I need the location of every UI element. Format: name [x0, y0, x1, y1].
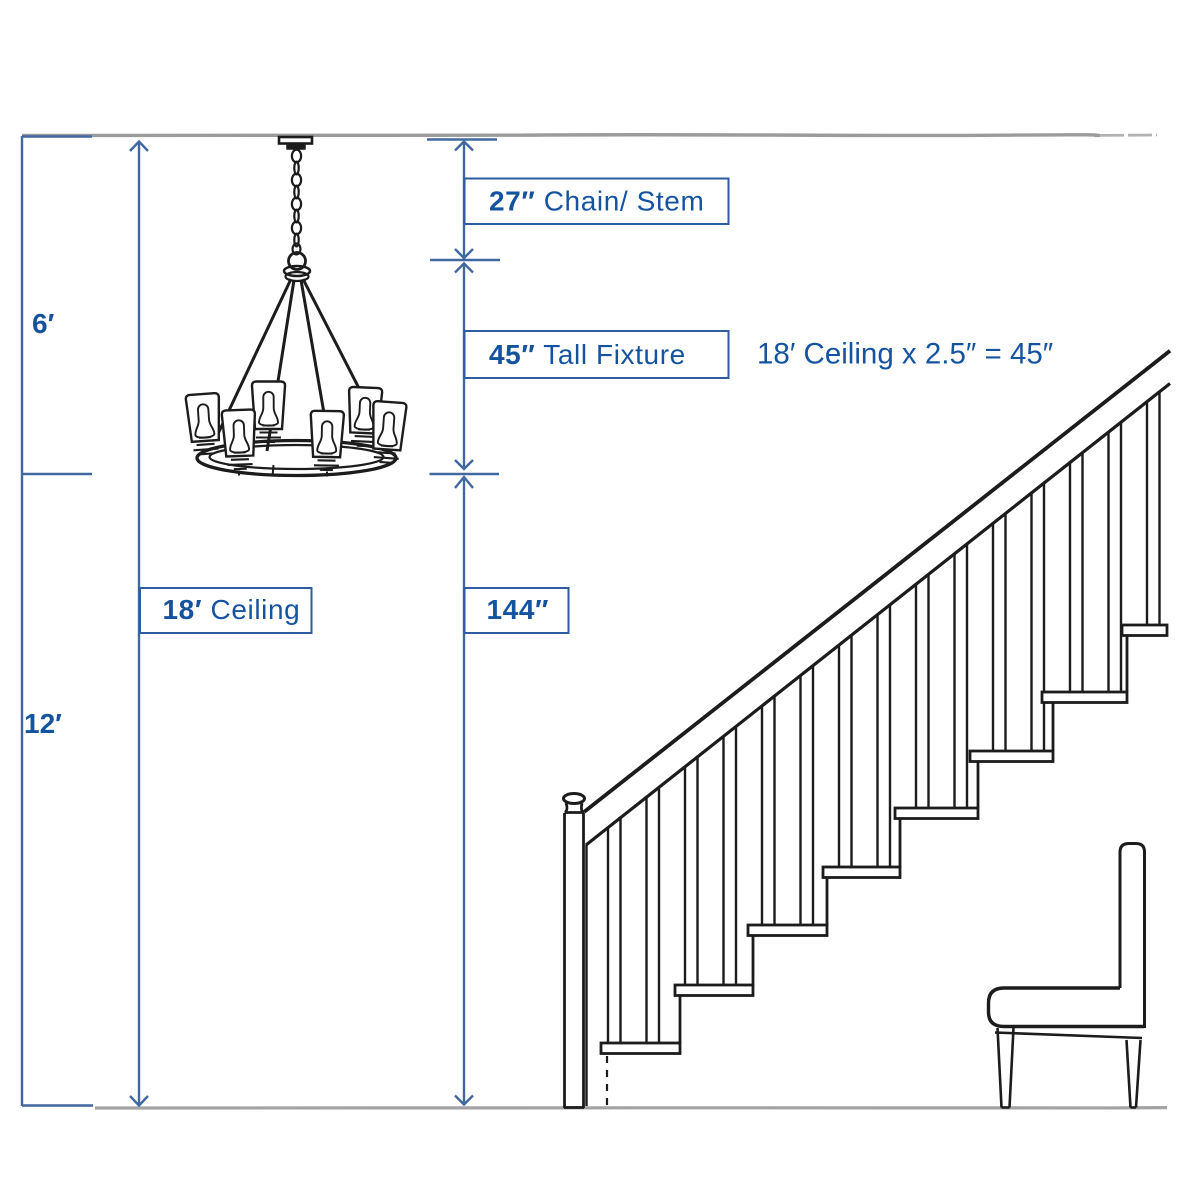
svg-text:27″ Chain/ Stem: 27″ Chain/ Stem: [489, 186, 704, 217]
svg-text:6′: 6′: [32, 308, 55, 339]
svg-text:12′: 12′: [24, 708, 62, 739]
svg-text:45″ Tall Fixture: 45″ Tall Fixture: [489, 339, 686, 370]
svg-text:18′ Ceiling: 18′ Ceiling: [163, 594, 301, 625]
svg-text:144″: 144″: [487, 594, 550, 625]
svg-text:18′ Ceiling x 2.5″ = 45″: 18′ Ceiling x 2.5″ = 45″: [757, 338, 1053, 371]
